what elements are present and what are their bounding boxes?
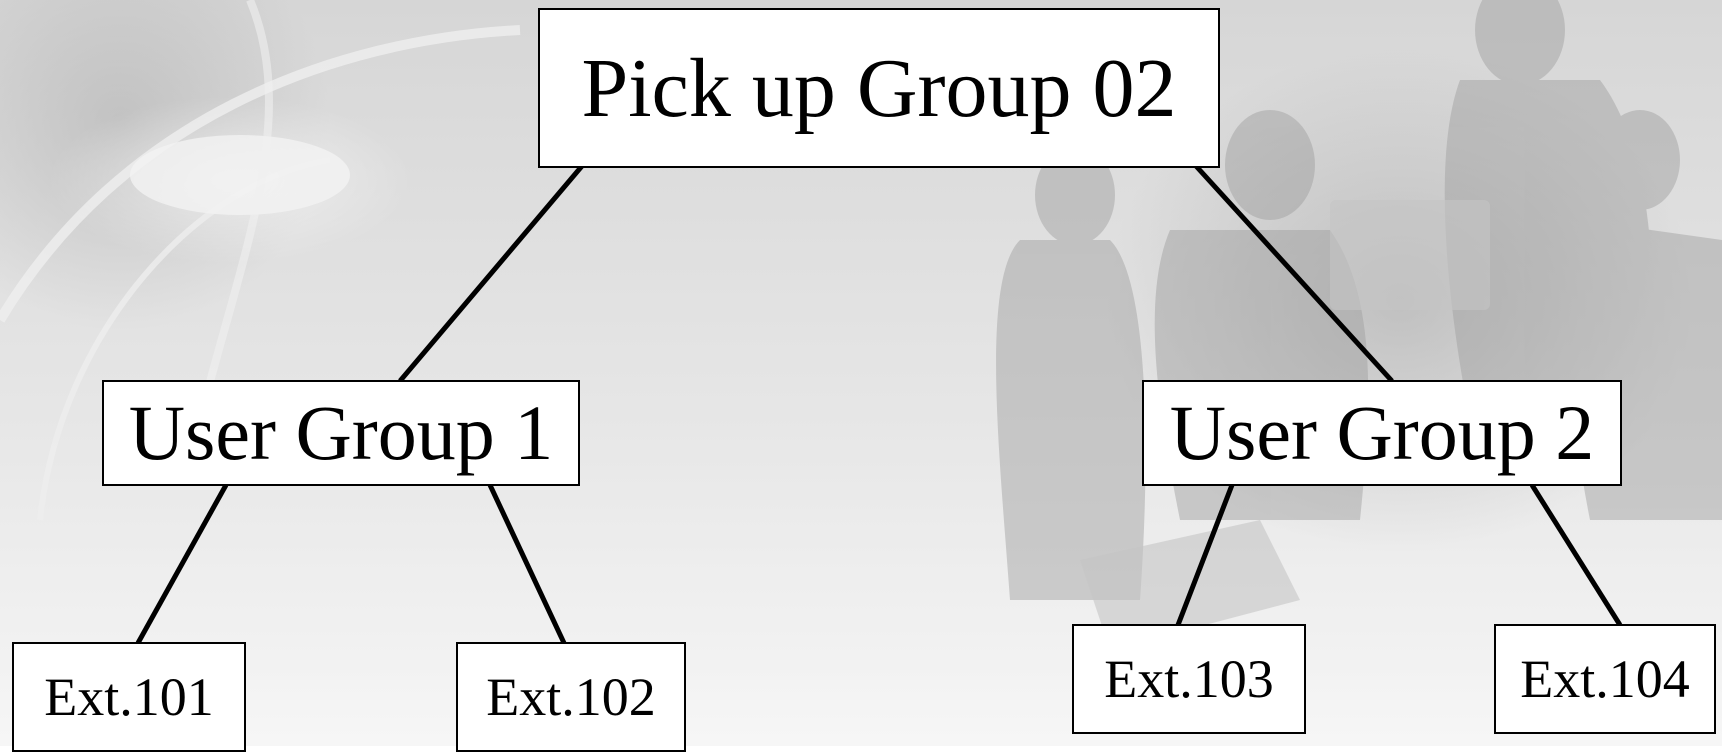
extension-103-node: Ext.103 xyxy=(1072,624,1306,734)
user-group-2-node: User Group 2 xyxy=(1142,380,1622,486)
user-group-1-node: User Group 1 xyxy=(102,380,580,486)
connector-group2-ext104 xyxy=(1529,483,1623,627)
connector-root-group1 xyxy=(398,164,584,383)
connector-group1-ext101 xyxy=(135,483,229,645)
root-node: Pick up Group 02 xyxy=(538,8,1220,168)
connector-group2-ext103 xyxy=(1175,484,1235,626)
connector-group1-ext102 xyxy=(487,483,567,645)
extension-104-node: Ext.104 xyxy=(1494,624,1716,734)
extension-101-node: Ext.101 xyxy=(12,642,246,752)
extension-102-node: Ext.102 xyxy=(456,642,686,752)
connector-root-group2 xyxy=(1194,164,1394,383)
